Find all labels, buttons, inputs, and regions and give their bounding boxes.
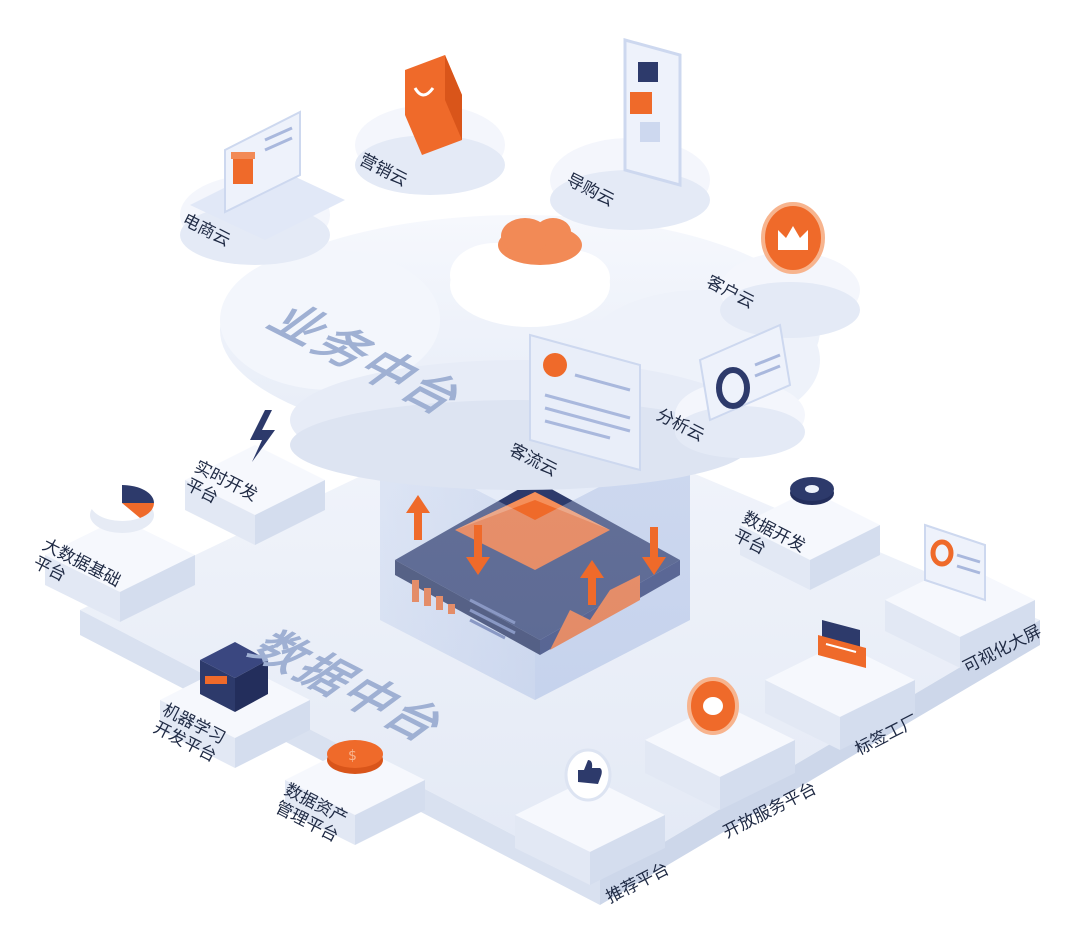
monitor-ring-icon (924, 523, 986, 602)
abc-phone-icon (623, 38, 682, 187)
ring-chart-card-icon (698, 323, 792, 422)
arrow-down-icon (642, 527, 666, 575)
arrow-up-icon (580, 560, 604, 605)
crown-badge-icon (761, 202, 825, 274)
box-datadev (740, 477, 880, 590)
box-bigdata (45, 485, 195, 622)
center-cloud (450, 218, 610, 327)
chat-bubble-icon (687, 677, 739, 735)
glass-right (535, 440, 690, 700)
tag-card-icon (818, 620, 866, 668)
svg-text:$: $ (348, 748, 357, 764)
gear-icon (790, 477, 834, 505)
thumbs-up-icon (564, 748, 612, 802)
flow-arrows (406, 495, 666, 605)
box-openservice (645, 677, 795, 810)
profile-card-icon (529, 333, 641, 472)
item-cloud-customer (720, 252, 860, 338)
box-bigscreen (885, 523, 1035, 668)
box-ml (160, 642, 310, 768)
box-realtime (185, 410, 325, 545)
shopping-bag-icon (405, 55, 462, 155)
arrow-down-icon (466, 525, 490, 575)
box-asset: $ (285, 740, 425, 845)
pie-chart-icon (90, 485, 155, 533)
box-recommend (515, 748, 665, 885)
laptop-gift-icon (190, 110, 345, 240)
robot-box-icon (200, 642, 268, 712)
orange-cloud-icon (498, 218, 582, 265)
coin-icon: $ (327, 740, 383, 774)
arrow-up-icon (406, 495, 430, 540)
box-tagfactory (765, 620, 915, 750)
lightning-icon (250, 410, 275, 462)
